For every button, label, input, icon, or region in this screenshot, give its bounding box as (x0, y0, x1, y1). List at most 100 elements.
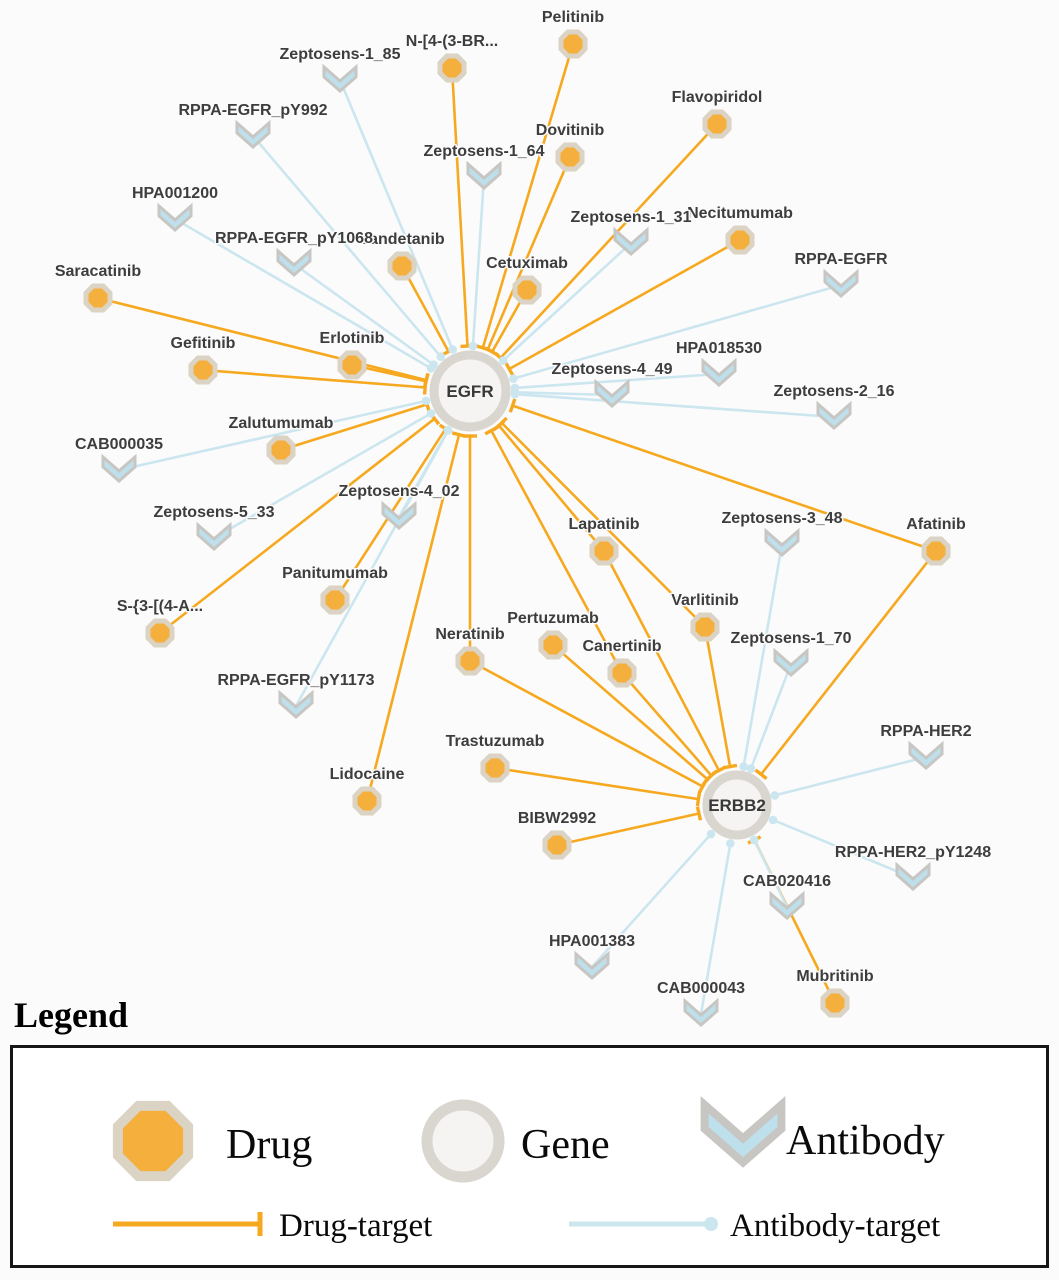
antibody-target-dot-rppa-egfr-py1068 (429, 360, 438, 369)
node-label-hpa001200: HPA001200 (132, 185, 218, 202)
node-label-rppa-her2: RPPA-HER2 (880, 723, 971, 740)
drug-target-edge-varlitinib (703, 626, 732, 767)
antibody-node-zeptosens-2-16 (816, 400, 852, 430)
antibody-node-cab000043 (683, 997, 719, 1027)
node-label-cab000043: CAB000043 (657, 980, 745, 997)
antibody-target-edge-zeptosens-1-64 (471, 176, 486, 347)
node-label-zeptosens-1-64: Zeptosens-1_64 (424, 143, 545, 160)
drug-node-lapatinib (589, 536, 619, 566)
drug-target-tee-varlitinib (722, 763, 738, 770)
antibody-target-edge-cab000035 (118, 399, 427, 472)
antibody-target-edge-rppa-her2 (774, 755, 927, 797)
drug-node-flavopiridol (702, 109, 732, 139)
drug-target-tee-varlitinib (495, 416, 508, 430)
antibody-target-dot-zeptosens-5-33 (426, 409, 436, 418)
antibody-target-dot-cab000043 (726, 839, 735, 848)
node-label-neratinib: Neratinib (435, 626, 505, 643)
drug-target-tee-trastuzumab (695, 791, 702, 807)
gene-label-erbb2: ERBB2 (708, 796, 766, 815)
drug-target-edge-canertinib (621, 672, 713, 777)
antibody-node-rppa-her2-py1248 (895, 861, 931, 891)
node-label-zeptosens-1-85: Zeptosens-1_85 (280, 46, 401, 63)
node-label-hpa018530: HPA018530 (676, 340, 762, 357)
drug-target-tee-cetuximab (485, 346, 500, 357)
drug-target-edge-bibw2992 (556, 812, 700, 847)
drug-target-tee-erlotinib (422, 374, 430, 389)
antibody-target-edge-rppa-her2-py1248 (772, 818, 914, 880)
network-diagram: EGFRERBB2PelitinibN-[4-(3-BR...Flavopiri… (53, 8, 993, 1027)
legend-antibody-icon (700, 1095, 786, 1168)
antibody-target-dot-rppa-egfr (508, 374, 518, 383)
node-label-zalutumumab: Zalutumumab (229, 415, 334, 432)
drug-target-edge-pelitinib (481, 43, 575, 349)
drug-node-panitumumab (320, 585, 350, 615)
node-label-lapatinib: Lapatinib (568, 516, 639, 533)
antibody-target-edge-zeptosens-2-16 (514, 392, 835, 419)
drug-target-edge-lapatinib (602, 550, 721, 772)
drug-target-edge-lidocaine (365, 434, 461, 802)
drug-node-gefitinib (188, 355, 218, 385)
node-label-canertinib: Canertinib (582, 638, 661, 655)
antibody-target-dot-zeptosens-1-70 (746, 764, 756, 773)
nodes-layer (83, 29, 951, 1027)
antibody-node-hpa018530 (701, 357, 737, 387)
drug-target-tee-afatinib (754, 768, 768, 780)
antibody-target-dot-zeptosens-1-31 (498, 356, 508, 365)
antibody-target-dot-rppa-egfr-py992 (436, 352, 446, 362)
antibody-target-dot-zeptosens-3-48 (739, 762, 748, 771)
drug-node-dovitinib (555, 142, 585, 172)
node-label-rppa-her2-py1248: RPPA-HER2_pY1248 (835, 844, 991, 861)
legend-antibody-target-label: Antibody-target (730, 1208, 940, 1244)
antibody-target-dot-rppa-egfr-py1173 (443, 426, 453, 435)
antibody-target-dot-zeptosens-1-85 (448, 345, 457, 354)
antibody-target-edge-hpa018530 (514, 372, 720, 390)
drug-node-zalutumumab (266, 435, 296, 465)
drug-node-varlitinib (690, 612, 720, 642)
node-label-s-3-4-a: S-{3-[(4-A... (117, 598, 203, 615)
node-label-trastuzumab: Trastuzumab (446, 733, 545, 750)
antibody-target-dot-cab020416 (749, 835, 759, 845)
antibody-node-rppa-egfr-py1068 (276, 247, 312, 277)
drug-node-pelitinib (558, 29, 588, 59)
antibody-target-dot-rppa-her2 (770, 791, 780, 800)
antibody-target-dot-cab000035 (421, 396, 431, 406)
drug-node-lidocaine (352, 786, 382, 816)
node-label-pelitinib: Pelitinib (542, 9, 604, 26)
drug-target-edge-necitumumab (508, 238, 741, 371)
node-label-zeptosens-2-16: Zeptosens-2_16 (774, 383, 895, 400)
node-label-vandetanib: Vandetanib (359, 231, 445, 248)
drug-node-trastuzumab (480, 753, 510, 783)
drug-target-edge-s-3-4-a (159, 417, 436, 635)
drug-target-tee-afatinib (508, 398, 517, 413)
antibody-target-edge-rppa-egfr-py992 (252, 135, 442, 358)
node-label-saracatinib: Saracatinib (55, 263, 141, 280)
node-label-zeptosens-4-49: Zeptosens-4_49 (552, 361, 673, 378)
antibody-target-dot-zeptosens-1-64 (468, 341, 478, 351)
gene-node-erbb2 (702, 770, 772, 840)
antibody-target-dot-rppa-her2-py1248 (768, 815, 778, 825)
node-label-necitumumab: Necitumumab (687, 205, 793, 222)
drug-target-edge-gefitinib (202, 368, 426, 389)
legend-antibody-label: Antibody (786, 1118, 945, 1164)
antibody-node-zeptosens-1-31 (613, 226, 649, 256)
drug-node-s-3-4-a (145, 618, 175, 648)
drug-target-edge-lapatinib (497, 424, 605, 552)
drug-target-edge-canertinib (490, 429, 624, 674)
node-label-dovitinib: Dovitinib (536, 122, 605, 139)
node-label-n-4-3-br: N-[4-(3-BR... (406, 33, 498, 50)
antibody-node-zeptosens-1-64 (466, 160, 502, 190)
node-label-mubritinib: Mubritinib (796, 968, 874, 985)
drug-target-edge-zalutumumab (280, 403, 428, 452)
antibody-node-rppa-egfr-py1173 (278, 689, 314, 719)
drug-target-edge-neratinib (469, 659, 704, 788)
drug-target-edge-n-4-3-br (450, 67, 469, 347)
node-label-erlotinib: Erlotinib (320, 330, 385, 347)
drug-node-pertuzumab (538, 630, 568, 660)
drug-node-cetuximab (512, 275, 542, 305)
antibody-node-hpa001200 (157, 202, 193, 232)
node-label-rppa-egfr: RPPA-EGFR (794, 251, 887, 268)
legend-gene-icon (421, 1099, 505, 1183)
antibody-target-edge-zeptosens-4-49 (514, 390, 613, 397)
antibody-node-hpa001383 (574, 950, 610, 980)
drug-target-tee-pertuzumab (701, 773, 714, 786)
